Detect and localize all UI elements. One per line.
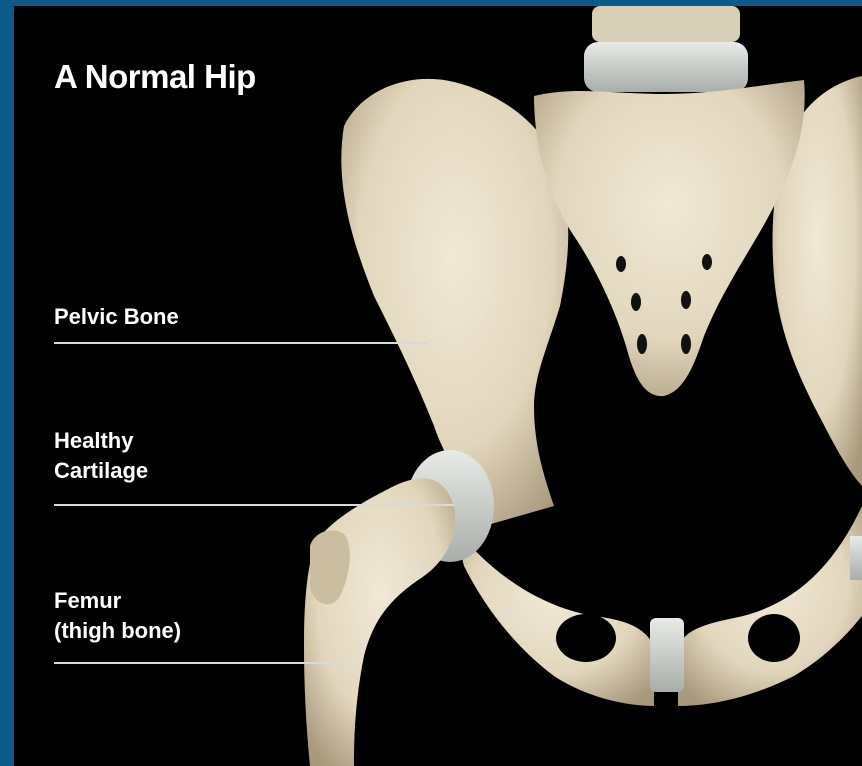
diagram-panel: A Normal Hip Pelvic Bone Healthy Cartila… bbox=[14, 6, 862, 766]
sacral-foramen bbox=[616, 256, 626, 272]
label-pelvic-bone-text: Pelvic Bone bbox=[54, 304, 179, 329]
sacrum bbox=[534, 80, 805, 396]
pubic-symphysis bbox=[650, 618, 684, 692]
right-obturator-foramen bbox=[748, 614, 800, 662]
hip-illustration bbox=[14, 6, 862, 766]
label-femur-line2: (thigh bone) bbox=[54, 616, 181, 646]
femur-leader-line bbox=[54, 662, 344, 664]
sacral-foramen bbox=[681, 334, 691, 354]
label-healthy-cartilage: Healthy Cartilage bbox=[54, 426, 148, 486]
cartilage-leader-line bbox=[54, 504, 454, 506]
pelvic-bone-leader-line bbox=[54, 342, 428, 344]
spine-vertebra bbox=[592, 6, 740, 42]
left-obturator-foramen bbox=[556, 614, 616, 662]
sacral-foramen bbox=[702, 254, 712, 270]
sacral-foramen bbox=[681, 291, 691, 309]
sacral-foramen bbox=[631, 293, 641, 311]
label-healthy-cartilage-line1: Healthy bbox=[54, 426, 148, 456]
spine-disc bbox=[584, 42, 748, 92]
left-pubic-ramus bbox=[454, 526, 654, 706]
label-healthy-cartilage-line2: Cartilage bbox=[54, 456, 148, 486]
label-femur-line1: Femur bbox=[54, 586, 181, 616]
right-pubic-ramus bbox=[678, 506, 862, 706]
femur-head bbox=[304, 478, 455, 766]
diagram-title: A Normal Hip bbox=[54, 58, 256, 96]
right-hip-cartilage bbox=[850, 536, 862, 580]
label-pelvic-bone: Pelvic Bone bbox=[54, 302, 179, 332]
sacral-foramen bbox=[637, 334, 647, 354]
label-femur: Femur (thigh bone) bbox=[54, 586, 181, 646]
